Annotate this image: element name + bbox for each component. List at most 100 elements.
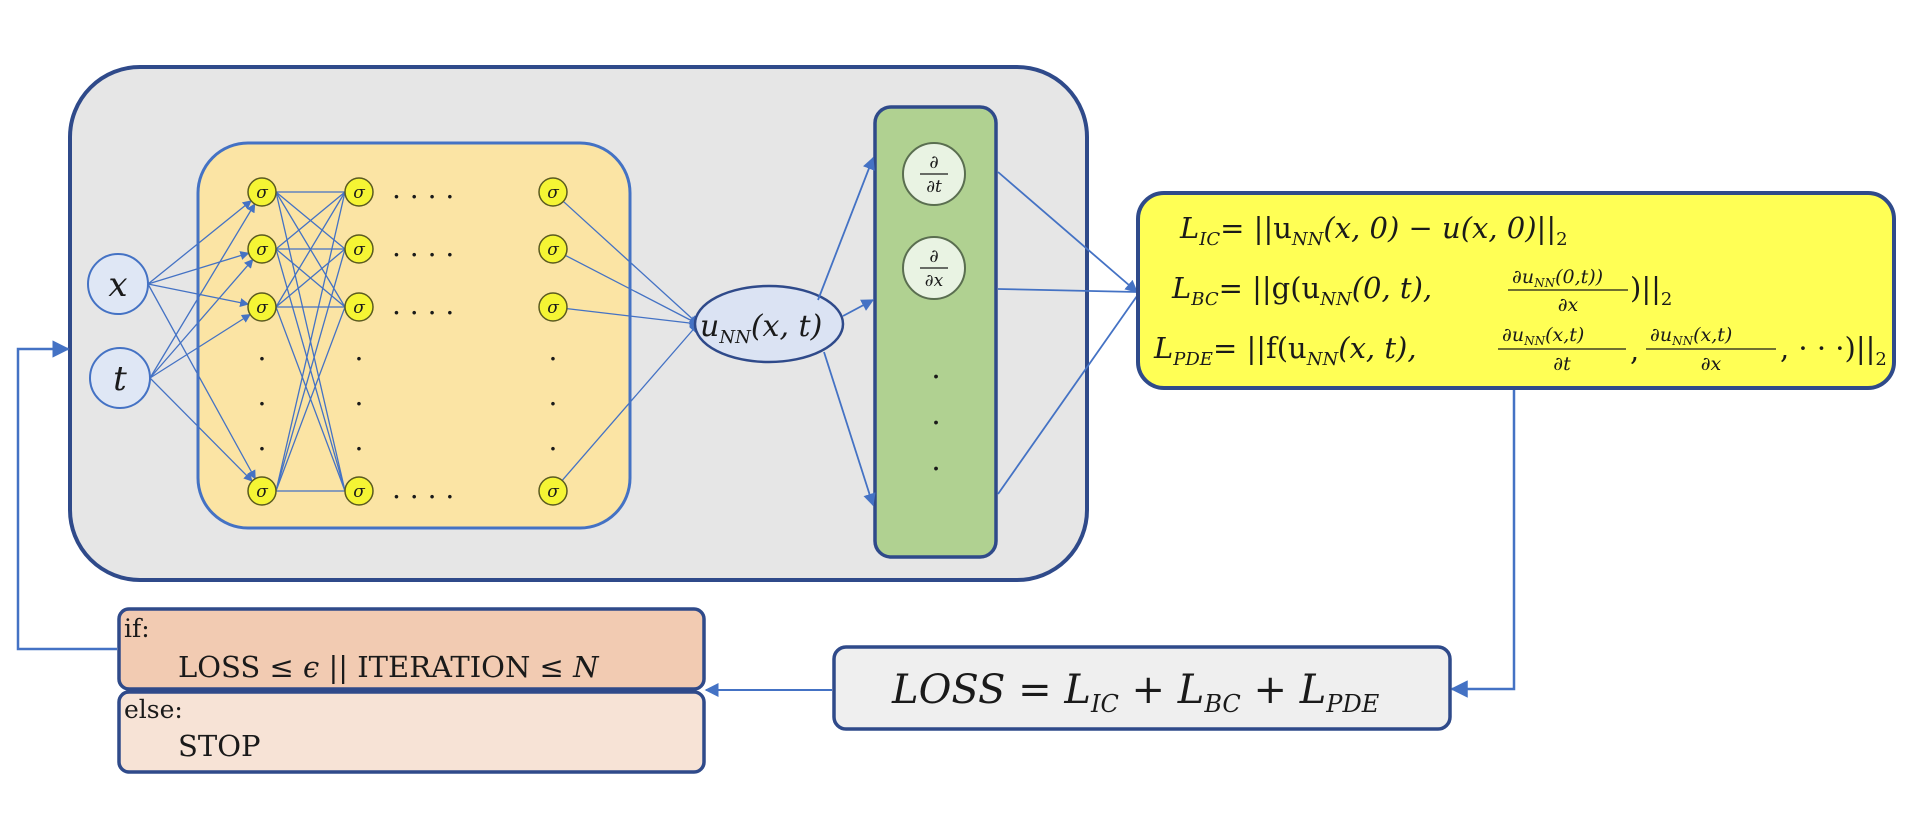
- vertical-dots: . . . . . . . . .: [258, 334, 558, 457]
- d-dt-node: ∂ ∂t: [902, 142, 966, 206]
- svg-text:∂: ∂: [929, 152, 938, 173]
- hidden-neurons: σ σ σ σ σ σ σ σ σ σ σ σ: [247, 177, 568, 506]
- svg-text:σ: σ: [547, 298, 559, 318]
- neuron-c2-r2: σ: [344, 234, 374, 264]
- neuron-c1-r1: σ: [247, 177, 277, 207]
- hidden-edge-3-0: [275, 191, 346, 492]
- dots-row-4: . . . .: [392, 472, 454, 505]
- svg-text:,: ,: [1630, 333, 1639, 367]
- deriv-dot-2: .: [931, 397, 941, 432]
- output-edge-1: [565, 254, 699, 325]
- loss-ic: LIC= ||uNN(x, 0) − u(x, 0)||2: [1179, 211, 1568, 250]
- svg-text:σ: σ: [547, 183, 559, 203]
- stop-text: STOP: [178, 729, 261, 763]
- total-loss-text: LOSS = LIC + LBC + LPDE: [891, 667, 1380, 718]
- output-edge-0: [562, 200, 699, 325]
- input-edge-1-0: [149, 203, 256, 379]
- neuron-c1-r3: σ: [247, 292, 277, 322]
- svg-text:∂t: ∂t: [1553, 353, 1571, 375]
- dots-row-3: . . . .: [392, 288, 454, 321]
- neuron-c3-r4: σ: [538, 476, 568, 506]
- svg-text:∂x: ∂x: [1558, 294, 1579, 316]
- deriv-dot-3: .: [931, 443, 941, 478]
- neuron-c2-r3: σ: [344, 292, 374, 322]
- svg-text:∂uNN(x,t): ∂uNN(x,t): [1502, 324, 1584, 348]
- vdot-c3-2: .: [549, 379, 558, 412]
- vdot-c3-3: .: [549, 424, 558, 457]
- output-edge-3: [561, 323, 699, 481]
- neuron-c2-r4: σ: [344, 476, 374, 506]
- svg-text:, · · ·)||2: , · · ·)||2: [1780, 331, 1887, 370]
- deriv-dot-1: .: [931, 351, 941, 386]
- svg-text:σ: σ: [256, 298, 268, 318]
- svg-text:LBC= ||g(uNN(0, t),: LBC= ||g(uNN(0, t),: [1171, 271, 1432, 310]
- svg-text:t: t: [113, 359, 127, 399]
- input-edge-1-1: [149, 258, 254, 379]
- svg-text:σ: σ: [256, 183, 268, 203]
- svg-text:x: x: [108, 265, 127, 305]
- hidden-layers-panel: [196, 141, 632, 530]
- svg-text:∂: ∂: [929, 246, 938, 267]
- vdot-c1-3: .: [258, 424, 267, 457]
- svg-text:uNN(x, t): uNN(x, t): [700, 309, 822, 348]
- svg-text:∂uNN(0,t)): ∂uNN(0,t)): [1512, 266, 1603, 290]
- feedback-loop-arrow: [16, 340, 117, 651]
- if-label: if:: [124, 614, 150, 643]
- neuron-c3-r2: σ: [538, 234, 568, 264]
- if-condition: LOSS ≤ ϵ || ITERATION ≤ N: [178, 650, 600, 684]
- input-edge-1-2: [149, 313, 251, 379]
- hidden-edge-3-2: [275, 306, 346, 492]
- loss-bc: LBC= ||g(uNN(0, t), ∂uNN(0,t)) ∂x )||2: [1171, 266, 1672, 316]
- hidden-edge-2-0: [275, 191, 346, 308]
- svg-text:σ: σ: [353, 482, 365, 502]
- if-box: [117, 607, 706, 691]
- else-label: else:: [124, 695, 183, 724]
- output-to-derivatives-arrows: [817, 156, 876, 507]
- svg-text:∂uNN(x,t): ∂uNN(x,t): [1650, 324, 1732, 348]
- hidden-edge-3-1: [275, 248, 346, 492]
- vdot-c1-2: .: [258, 379, 267, 412]
- loss-to-total-arrow: [1450, 390, 1516, 698]
- svg-text:)||2: )||2: [1630, 271, 1672, 310]
- svg-text:σ: σ: [353, 183, 365, 203]
- derivative-dots: . . .: [931, 351, 941, 478]
- else-box: [117, 690, 706, 774]
- vdot-c3-1: .: [549, 334, 558, 367]
- hidden-edge-2-1: [275, 248, 346, 308]
- svg-text:σ: σ: [547, 240, 559, 260]
- vdot-c2-3: .: [355, 424, 364, 457]
- input-node-x: x: [87, 253, 149, 315]
- input-edge-1-3: [149, 377, 253, 482]
- d-dx-node: ∂ ∂x: [902, 236, 966, 300]
- neuron-c2-r1: σ: [344, 177, 374, 207]
- output-node: uNN(x, t): [693, 284, 845, 364]
- derivatives-panel: [873, 105, 998, 559]
- svg-text:σ: σ: [353, 240, 365, 260]
- neuron-c1-r4: σ: [247, 476, 277, 506]
- dots-row-1: . . . .: [392, 172, 454, 205]
- output-edge-2: [566, 307, 699, 328]
- vdot-c1-1: .: [258, 334, 267, 367]
- svg-text:σ: σ: [353, 298, 365, 318]
- network-connections: [147, 191, 699, 492]
- horizontal-dots: . . . . . . . . . . . . . . . .: [392, 172, 454, 505]
- input-edge-0-3: [147, 283, 256, 480]
- input-edge-0-2: [147, 283, 250, 308]
- input-edge-0-0: [147, 200, 252, 285]
- svg-text:σ: σ: [256, 482, 268, 502]
- hidden-edge-1-0: [275, 191, 346, 250]
- svg-text:∂x: ∂x: [1701, 353, 1722, 375]
- dots-row-2: . . . .: [392, 230, 454, 263]
- svg-text:σ: σ: [547, 482, 559, 502]
- loss-pde: LPDE= ||f(uNN(x, t), ∂uNN(x,t) ∂t , ∂uNN…: [1153, 324, 1887, 375]
- neuron-c3-r1: σ: [538, 177, 568, 207]
- neuron-c3-r3: σ: [538, 292, 568, 322]
- total-loss-box: [832, 645, 1452, 731]
- input-node-t: t: [89, 347, 151, 409]
- neuron-c1-r2: σ: [247, 234, 277, 264]
- vdot-c2-1: .: [355, 334, 364, 367]
- svg-text:σ: σ: [256, 240, 268, 260]
- svg-text:LPDE= ||f(uNN(x, t),: LPDE= ||f(uNN(x, t),: [1153, 331, 1417, 370]
- derivatives-to-loss-arrows: [997, 171, 1138, 495]
